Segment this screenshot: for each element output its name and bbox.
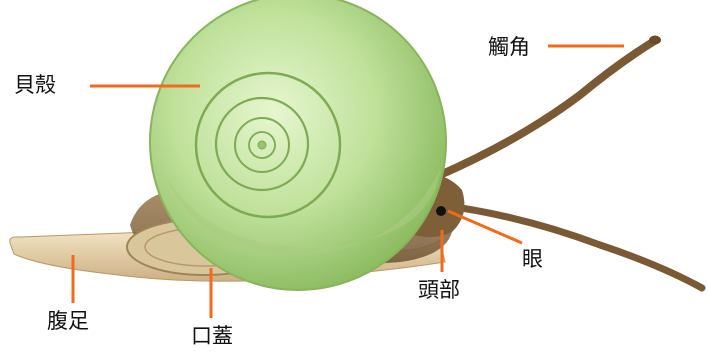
label-eye: 眼 [522, 249, 543, 270]
snail-eye [436, 206, 446, 216]
label-head: 頭部 [418, 280, 460, 301]
snail-shell [150, 0, 446, 290]
label-tentacle: 觸角 [488, 37, 530, 58]
label-operculum: 口蓋 [191, 326, 233, 347]
snail-lower-tentacle [440, 205, 702, 288]
snail-upper-tentacle [440, 40, 656, 175]
label-foot: 腹足 [47, 311, 89, 332]
label-shell: 貝殼 [14, 75, 56, 96]
